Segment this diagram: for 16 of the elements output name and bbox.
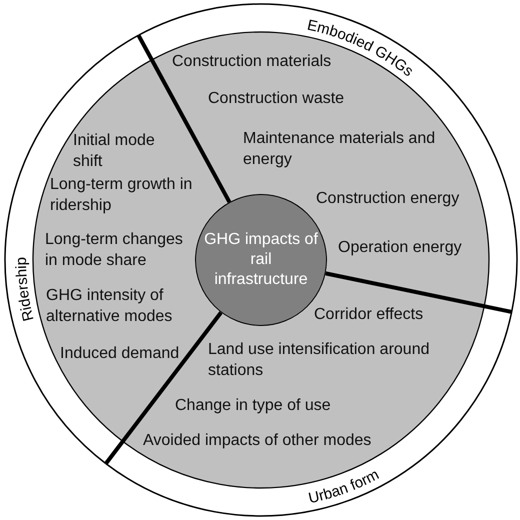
sector-title: Urban form bbox=[306, 466, 382, 508]
impact-factor-text: Operation energy bbox=[338, 238, 462, 258]
impact-factor-text: Change in type of use bbox=[175, 396, 331, 416]
impact-factor-text: Construction materials bbox=[172, 53, 332, 72]
impact-factor-text: Long-term changes in mode share bbox=[45, 230, 184, 271]
impact-factor-text: Long-term growth in ridership bbox=[50, 175, 194, 216]
impact-factor-text: Corridor effects bbox=[314, 305, 424, 325]
impact-factor-text: Avoided impacts of other modes bbox=[143, 431, 372, 451]
center-label: GHG impacts of rail infrastructure bbox=[203, 230, 319, 290]
impact-factor-text: Construction waste bbox=[208, 89, 344, 109]
impact-factor-text: Initial mode shift bbox=[73, 131, 156, 172]
impact-factor-text: GHG intensity of alternative modes bbox=[46, 286, 174, 327]
impact-factor-text: Maintenance materials and energy bbox=[243, 129, 436, 170]
impact-factor-text: Induced demand bbox=[60, 344, 180, 364]
impact-factor-text: Construction energy bbox=[316, 189, 460, 209]
impact-factor-text: Land use intensification around stations bbox=[208, 340, 430, 381]
